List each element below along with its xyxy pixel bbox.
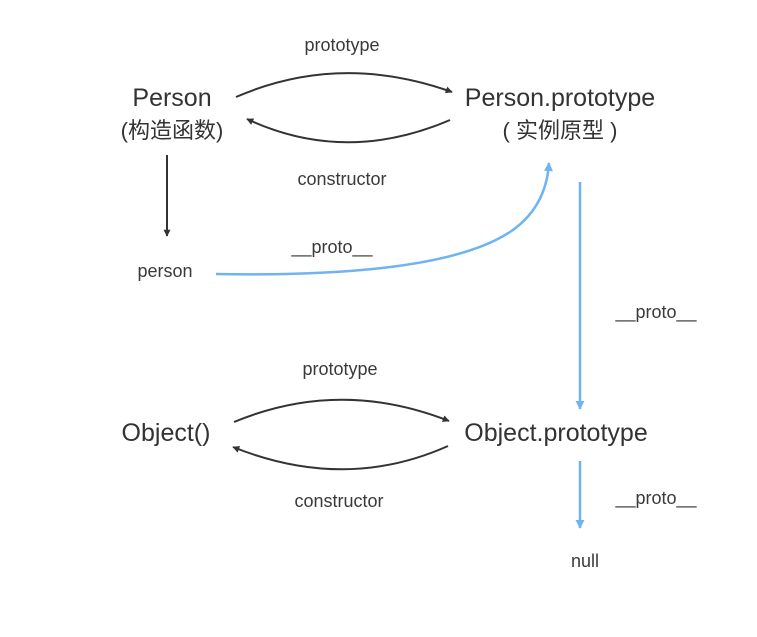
person-prototype-note: ( 实例原型 ): [503, 118, 618, 143]
person-prototype-label: Person.prototype: [465, 84, 655, 112]
bottom-constructor-arrow: [232, 445, 449, 471]
bottom-prototype-label: prototype: [302, 359, 377, 379]
person-proto-arrow: [215, 162, 553, 276]
top-constructor-arrow: [246, 118, 451, 144]
bottom-constructor-label: constructor: [294, 491, 383, 511]
person-constructor-note: (构造函数): [121, 118, 224, 143]
person-constructor-label: Person: [132, 84, 211, 112]
top-prototype-label: prototype: [304, 35, 379, 55]
bottom-prototype-arrow: [233, 398, 450, 423]
person-proto-label: __proto__: [290, 237, 373, 258]
top-prototype-arrow: [235, 72, 453, 98]
op-to-null-label: __proto__: [614, 488, 697, 509]
object-prototype-label: Object.prototype: [464, 419, 647, 447]
person-instance-label: person: [137, 261, 192, 281]
pp-to-op-label: __proto__: [614, 302, 697, 323]
null-label: null: [571, 551, 599, 571]
object-constructor-label: Object(): [122, 419, 211, 447]
top-constructor-label: constructor: [297, 169, 386, 189]
